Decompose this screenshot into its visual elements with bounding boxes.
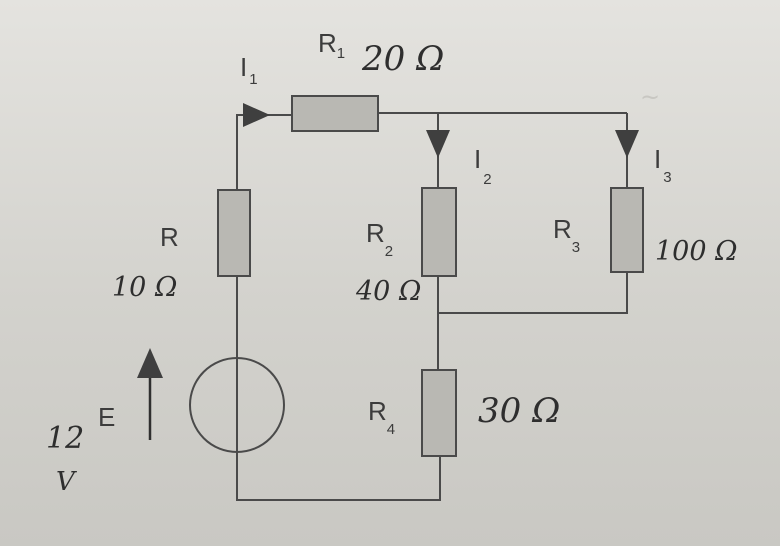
value-r3: 100 Ω <box>655 236 738 267</box>
resistor-r <box>217 189 251 277</box>
label-r2: R2 <box>366 218 393 260</box>
value-r4: 30 Ω <box>478 391 560 431</box>
current-arrow-i1-icon <box>243 103 270 127</box>
current-arrow-i3-icon <box>615 130 639 158</box>
wire-left-top <box>236 114 292 190</box>
value-r: 10 Ω <box>112 272 177 303</box>
value-r1: 20 Ω <box>361 39 444 79</box>
label-r4: R4 <box>368 396 395 438</box>
label-r1: R1 <box>318 28 345 62</box>
label-r: R <box>160 222 179 252</box>
value-e-unit: V <box>56 467 77 497</box>
label-e: E <box>98 402 115 432</box>
resistor-r4 <box>421 369 457 457</box>
resistor-r2 <box>421 187 457 277</box>
label-r3: R3 <box>553 214 580 256</box>
label-i2: I2 <box>474 144 492 188</box>
wire-bottom <box>236 452 441 501</box>
value-e: 12 <box>46 421 84 456</box>
background-ghost-text: ~ <box>640 83 660 111</box>
value-r2: 40 Ω <box>355 276 421 307</box>
current-arrow-i2-icon <box>426 130 450 158</box>
source-arrow-up-icon <box>137 348 163 378</box>
label-i3: I3 <box>654 144 672 186</box>
resistor-r3 <box>610 187 644 273</box>
resistor-r1 <box>291 95 379 132</box>
wire-r3-bottom <box>438 272 628 314</box>
